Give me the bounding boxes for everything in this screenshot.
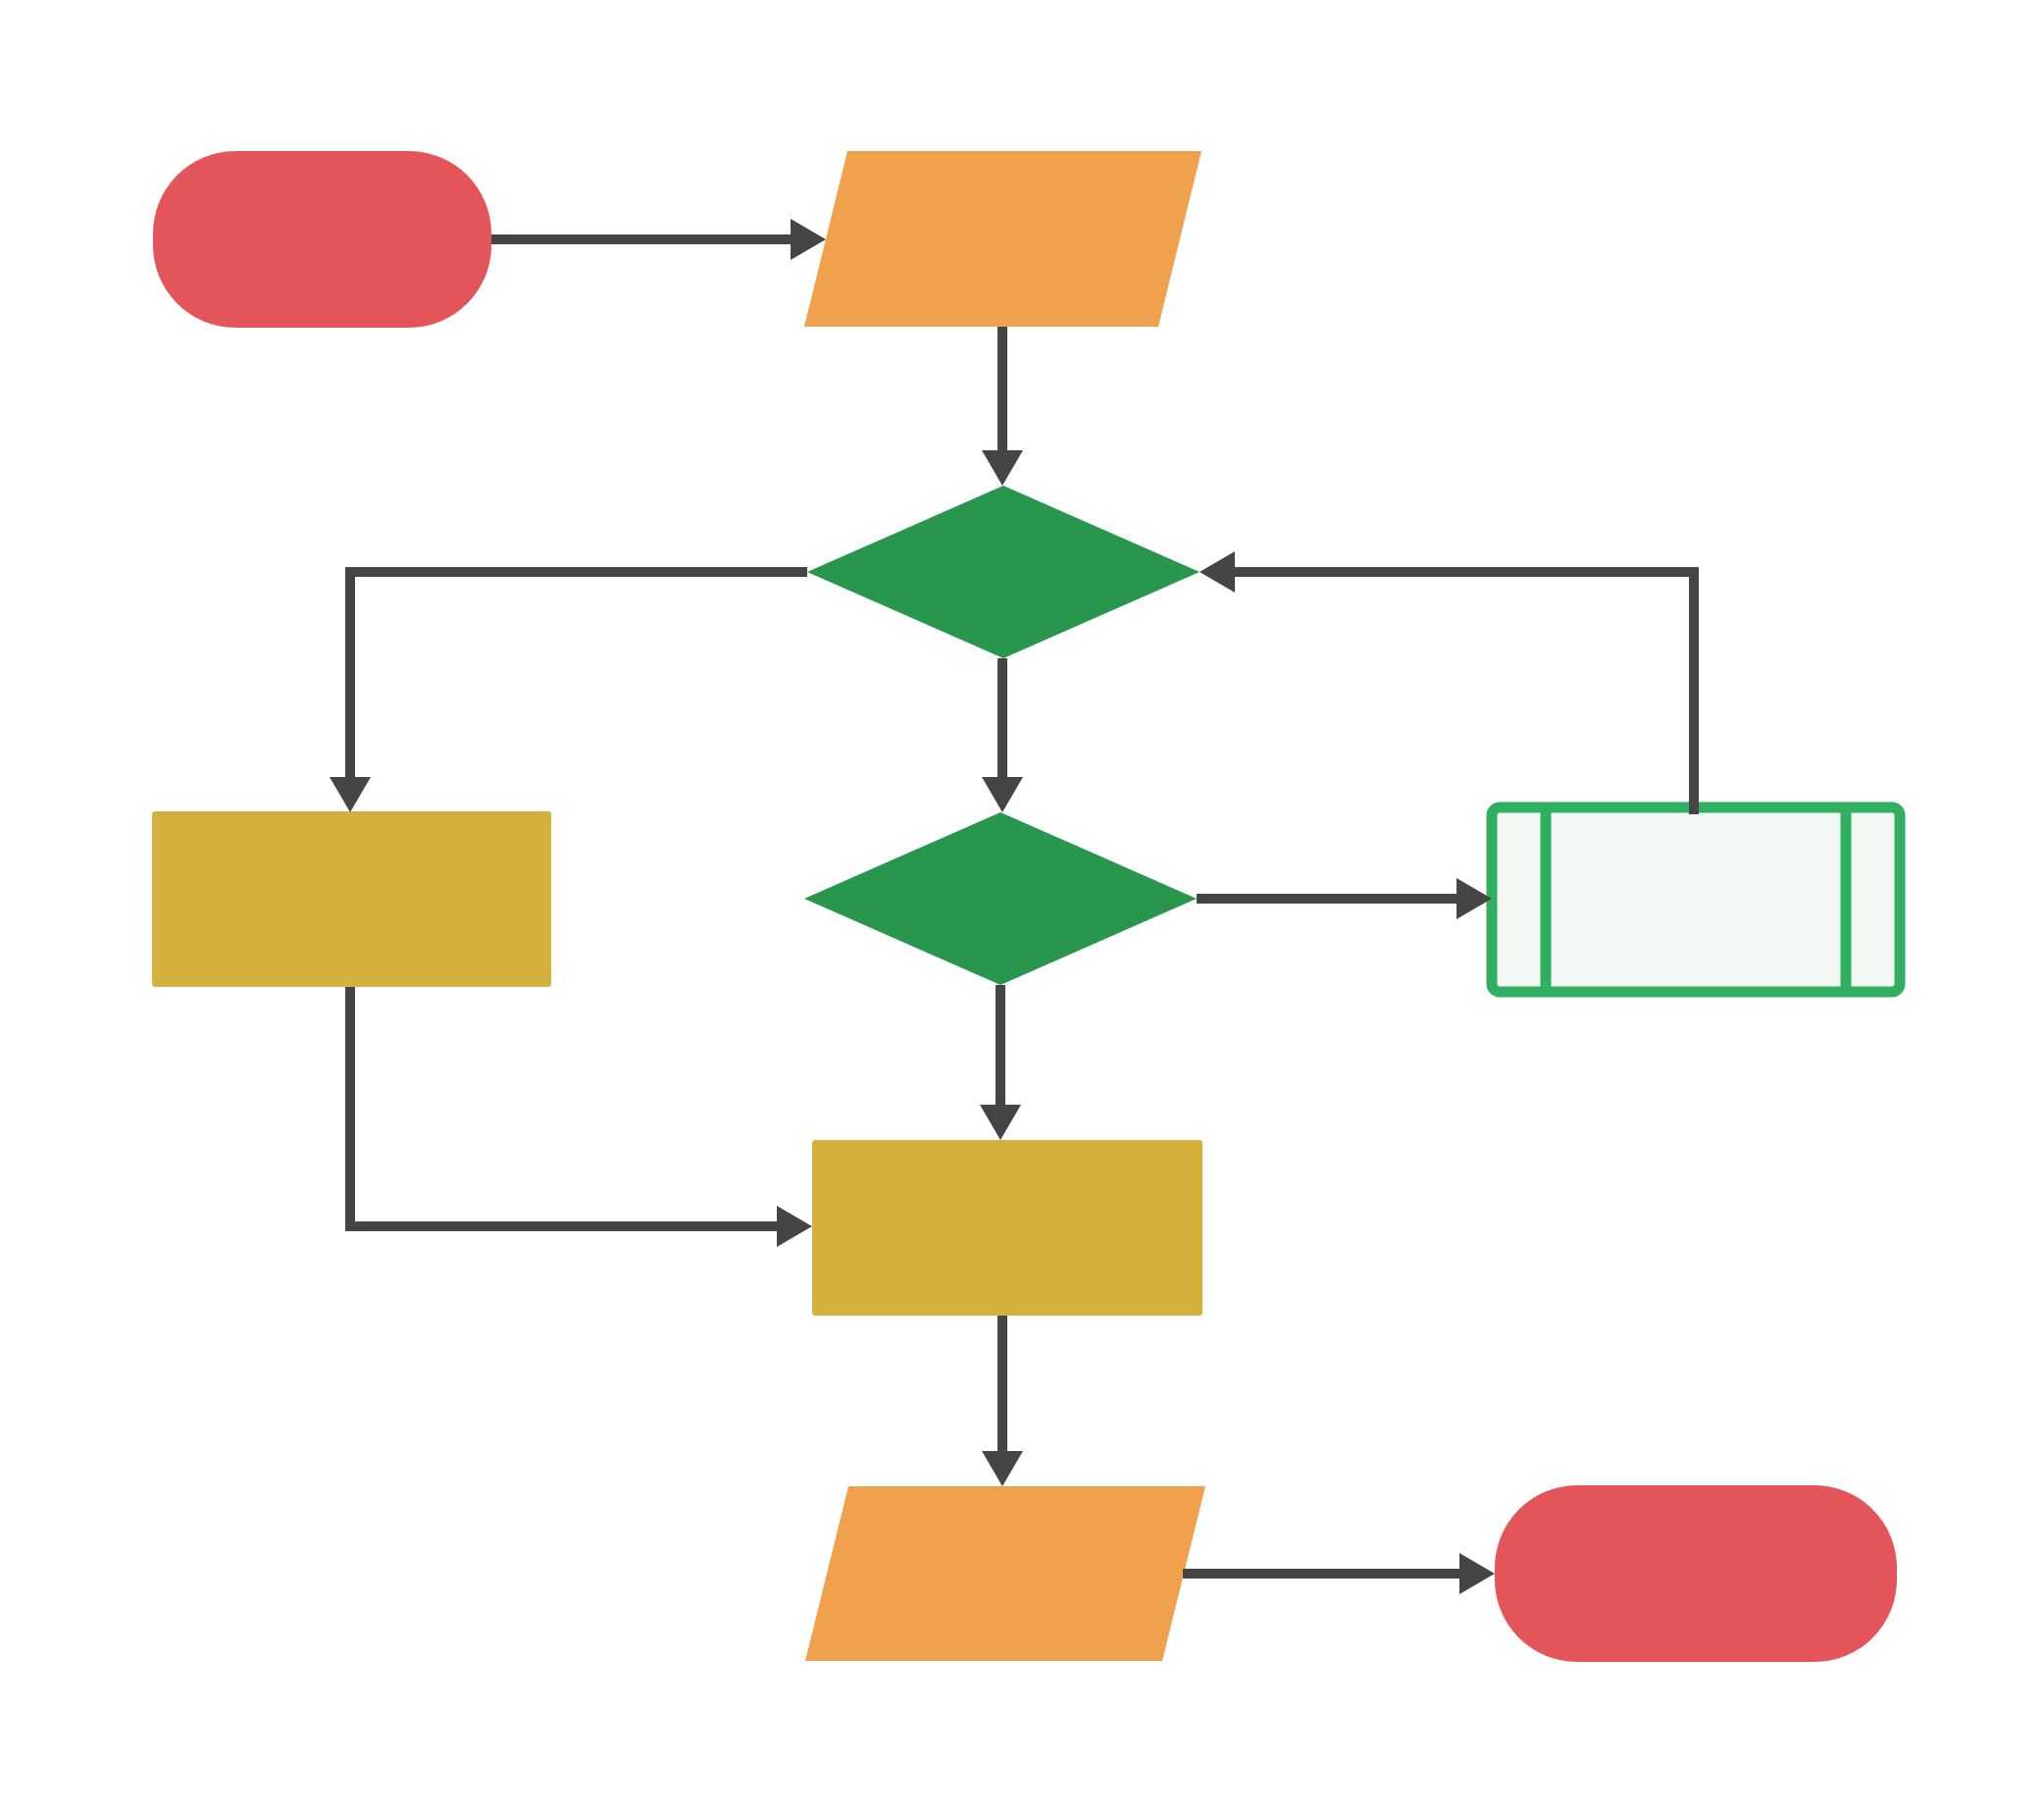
process-node-2 [812, 1140, 1202, 1316]
connector-process2-to-io2-arrowhead [982, 1451, 1023, 1486]
connector-start-to-io1-arrowhead [791, 219, 826, 260]
input-output-node-1 [804, 151, 1201, 327]
connector-io1-to-decision1-arrowhead [982, 450, 1023, 486]
connector-decision1-to-process1-arrowhead [330, 777, 371, 812]
connector-decision2-to-process2-arrowhead [980, 1105, 1021, 1140]
connector-decision1-to-process1 [345, 567, 807, 779]
decision-node-1 [807, 486, 1200, 658]
connector-io2-to-end-arrowhead [1459, 1553, 1495, 1594]
decision-node-2 [804, 812, 1197, 985]
connector-predefined-to-decision1-arrowhead [1200, 551, 1235, 593]
predefined-process-node [1486, 802, 1906, 998]
connector-process1-to-process2-arrowhead [777, 1206, 812, 1247]
start-terminator-node [153, 151, 491, 328]
connector-decision1-to-decision2-arrowhead [982, 777, 1023, 812]
input-output-node-2 [805, 1486, 1205, 1661]
connector-decision2-to-predefined-arrowhead [1456, 878, 1492, 919]
process-node-1 [152, 811, 551, 987]
connector-predefined-to-decision1 [1233, 567, 1699, 814]
end-terminator-node [1495, 1485, 1897, 1662]
connector-process1-to-process2 [345, 987, 779, 1231]
